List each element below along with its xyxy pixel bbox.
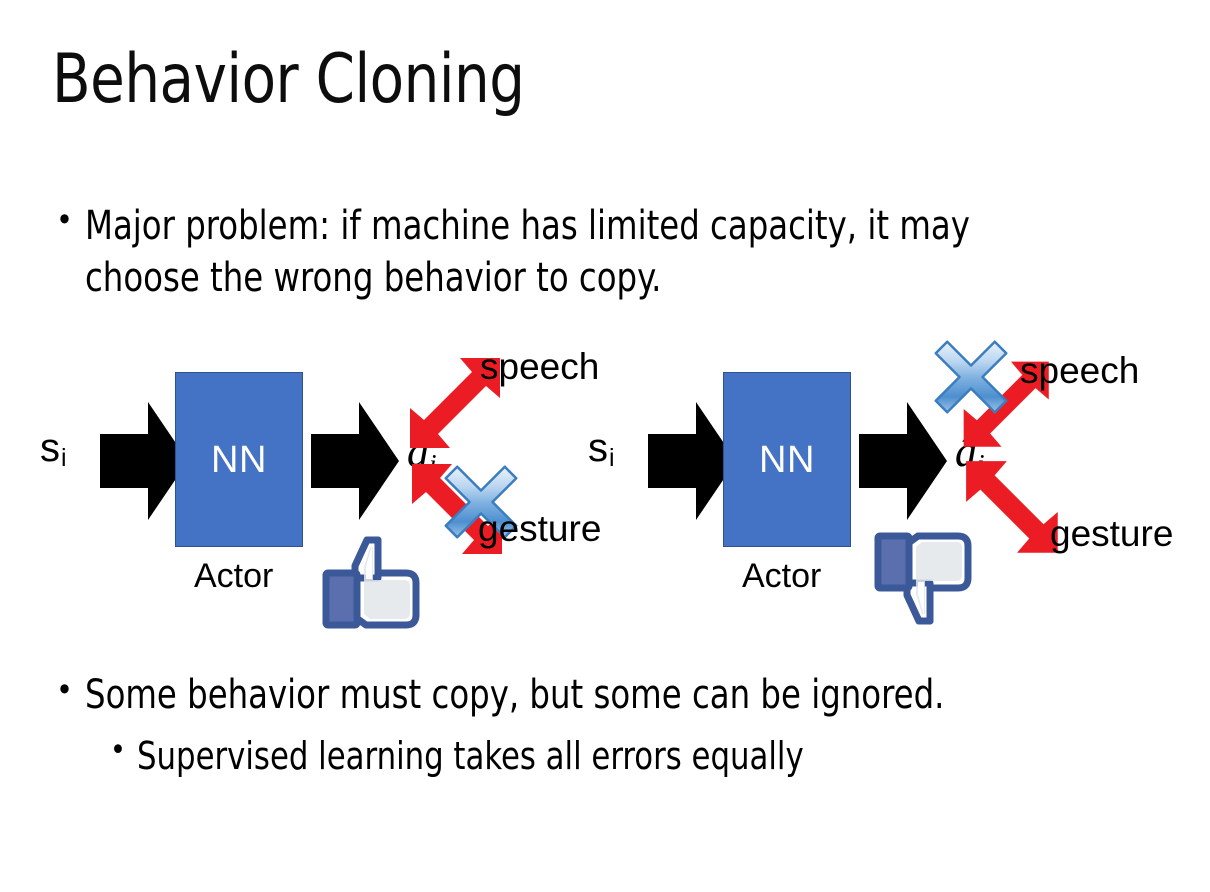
nn-label-left: NN — [211, 438, 267, 481]
nn-box-right: NN — [723, 372, 851, 547]
bullet-marker-icon: • — [56, 671, 73, 709]
nn-label-right: NN — [759, 438, 815, 481]
gesture-double-arrow-left-icon — [412, 464, 502, 554]
cross-out-speech-right-icon — [934, 340, 1008, 414]
page-title: Behavior Cloning — [52, 40, 525, 119]
thumbs-down-icon — [874, 532, 972, 625]
speech-double-arrow-right-icon — [963, 361, 1049, 447]
bullet-middle-text: Some behavior must copy, but some can be… — [84, 672, 945, 718]
output-label-left-gesture: gesture — [478, 508, 602, 549]
diagram-left: si NN Actor âi speech — [12, 330, 602, 640]
input-arrow-left-icon — [100, 402, 188, 520]
output-arrow-left-icon — [311, 402, 399, 520]
nn-box-left: NN — [175, 372, 303, 547]
input-arrow-right-icon — [648, 402, 736, 520]
bullet-top: • Major problem: if machine has limited … — [56, 200, 1156, 304]
actor-label-left: Actor — [194, 557, 274, 595]
output-label-right-speech: speech — [1020, 350, 1140, 391]
bullet-sub-text: Supervised learning takes all errors equ… — [136, 734, 804, 778]
diagram-right: si NN Actor âi — [560, 330, 1173, 640]
output-label-right-gesture: gesture — [1050, 513, 1174, 554]
actor-label-right: Actor — [742, 557, 822, 595]
output-arrow-right-icon — [859, 402, 947, 520]
speech-double-arrow-left-icon — [410, 358, 500, 448]
bullet-top-text: Major problem: if machine has limited ca… — [84, 203, 970, 301]
bullet-marker-icon: • — [56, 201, 73, 239]
gesture-double-arrow-right-icon — [966, 461, 1058, 553]
state-label-left: si — [40, 426, 67, 473]
cross-out-gesture-left-icon — [444, 465, 518, 539]
output-label-left-speech: speech — [480, 346, 600, 387]
thumbs-up-icon — [322, 536, 420, 629]
state-label-right: si — [588, 426, 615, 473]
bullet-sub: • Supervised learning takes all errors e… — [110, 732, 1170, 781]
bullet-middle: • Some behavior must copy, but some can … — [56, 670, 1176, 721]
bullet-marker-icon: • — [110, 733, 126, 768]
